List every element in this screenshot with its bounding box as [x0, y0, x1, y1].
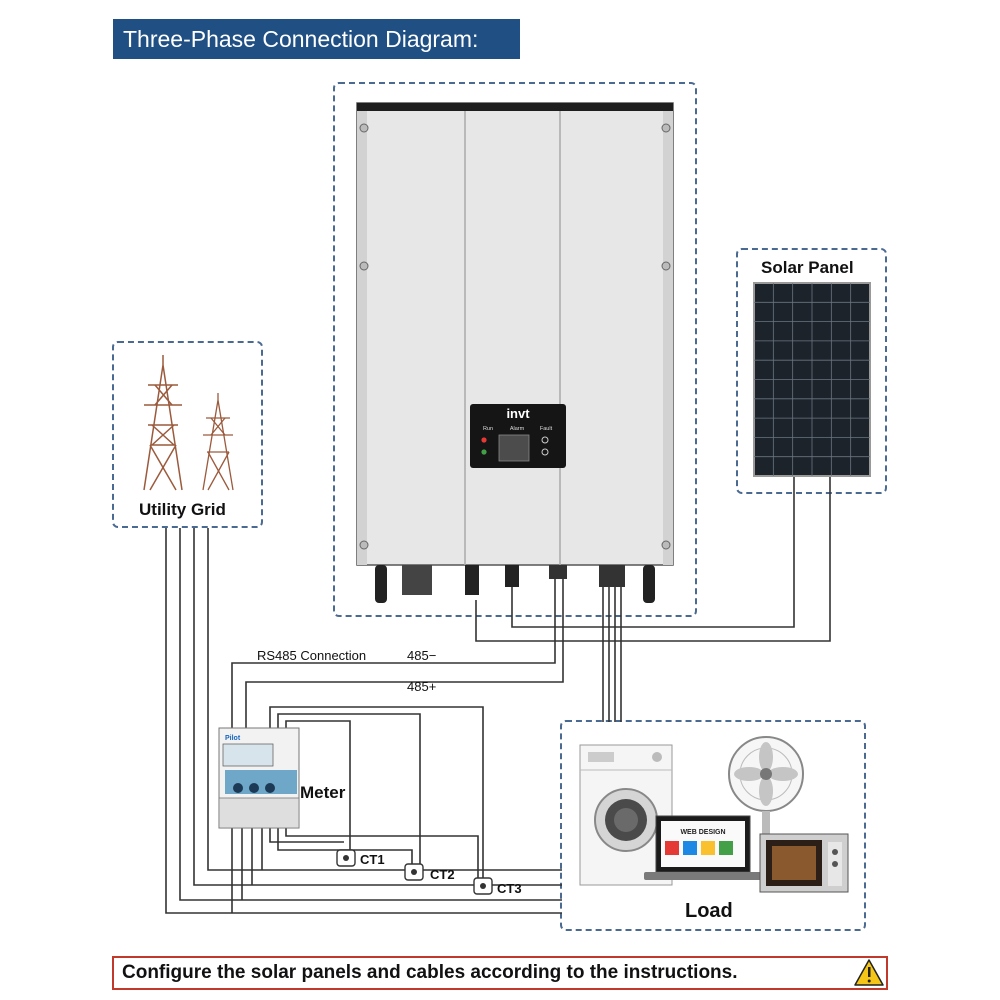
meter-brand: Pilot: [225, 735, 241, 742]
indicator-fault: Fault: [540, 426, 553, 432]
indicator-run: Run: [483, 426, 493, 432]
laptop-icon: WEB DESIGN: [644, 815, 762, 880]
ct3-clamp: [473, 877, 493, 895]
transmission-tower-icon: [143, 355, 183, 491]
microwave-icon: [759, 833, 849, 893]
utility-grid-label: Utility Grid: [139, 500, 226, 519]
diagram-title: Three-Phase Connection Diagram:: [113, 19, 520, 59]
solar-panel-label: Solar Panel: [761, 258, 854, 277]
rs485-connection-label: RS485 Connection: [257, 648, 367, 663]
transmission-tower-small-icon: [202, 393, 234, 491]
instruction-text: Configure the solar panels and cables ac…: [122, 962, 738, 983]
inverter-brand: invt: [506, 406, 530, 421]
inverter-unit: invt Run Alarm Fault: [356, 102, 674, 603]
warning-icon: [854, 959, 884, 986]
ct3-label: CT3: [497, 881, 522, 896]
instruction-footer: Configure the solar panels and cables ac…: [112, 956, 888, 990]
fan-icon: [728, 736, 804, 835]
wiring: [165, 476, 831, 914]
solar-panel-box: [736, 248, 887, 494]
laptop-screen-text: WEB DESIGN: [680, 829, 725, 836]
rs485-plus-label: 485+: [407, 679, 437, 694]
utility-grid-box: [112, 341, 263, 528]
solar-panel-image: [753, 282, 871, 477]
inverter-box: [333, 82, 697, 617]
ct2-label: CT2: [430, 867, 455, 882]
meter-label: Meter: [300, 783, 346, 802]
ct1-label: CT1: [360, 852, 385, 867]
indicator-alarm: Alarm: [510, 426, 525, 432]
energy-meter-device: Pilot: [218, 727, 300, 829]
rs485-minus-label: 485−: [407, 648, 437, 663]
ct2-clamp: [404, 863, 424, 881]
load-box: [560, 720, 866, 931]
ct1-clamp: [336, 849, 356, 867]
load-label: Load: [685, 900, 733, 922]
